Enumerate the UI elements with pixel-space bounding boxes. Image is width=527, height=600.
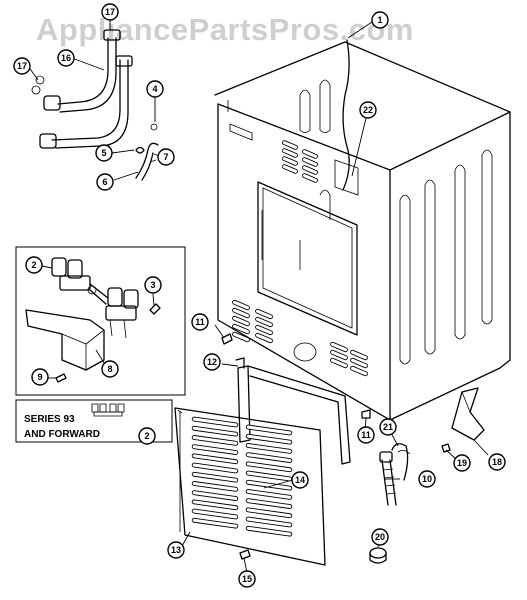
svg-text:2: 2 <box>31 260 36 270</box>
callout-18: 18 <box>488 453 506 471</box>
vent-slot <box>191 462 239 474</box>
vent-slot <box>191 471 239 483</box>
callout-2-series: 2 <box>138 427 156 445</box>
cabinet-assembly <box>214 39 511 421</box>
vent-slot <box>245 443 293 454</box>
svg-text:2: 2 <box>144 431 149 441</box>
vent-slot <box>245 489 293 500</box>
callout-9: 9 <box>31 368 49 386</box>
svg-text:14: 14 <box>295 475 305 485</box>
callout-2: 2 <box>25 256 43 274</box>
vent-slot <box>191 508 239 520</box>
callout-5: 5 <box>95 144 113 162</box>
svg-text:8: 8 <box>107 364 112 374</box>
callout-22: 22 <box>359 101 377 119</box>
bracket-18 <box>451 387 485 441</box>
callout-13: 13 <box>167 541 185 559</box>
vent-slot <box>245 461 293 473</box>
watermark-text: AppliancePartsPros.com <box>36 12 414 47</box>
screws <box>221 333 371 419</box>
lower-left-vents <box>232 299 273 344</box>
callout-10: 10 <box>418 470 436 488</box>
vent-slot <box>245 433 293 445</box>
svg-text:9: 9 <box>37 372 42 382</box>
svg-text:5: 5 <box>101 148 106 158</box>
vent-slot <box>191 425 239 437</box>
svg-text:7: 7 <box>163 152 168 162</box>
callout-19: 19 <box>453 454 471 472</box>
callout-20: 20 <box>371 528 389 546</box>
screw-19 <box>441 443 451 453</box>
svg-text:12: 12 <box>207 357 217 367</box>
callout-12: 12 <box>203 353 221 371</box>
svg-text:19: 19 <box>457 458 467 468</box>
callout-8: 8 <box>101 360 119 378</box>
vent-slot <box>191 499 239 511</box>
callout-3: 3 <box>144 276 162 294</box>
vent-slot <box>191 517 239 529</box>
svg-text:10: 10 <box>422 474 432 484</box>
vent-slot <box>245 507 293 519</box>
front-panel <box>174 407 326 566</box>
vent-slot <box>191 435 239 446</box>
callout-17-top: 17 <box>101 3 119 21</box>
callout-1: 1 <box>371 11 389 29</box>
callout-4: 4 <box>146 80 164 98</box>
vent-slot <box>191 444 239 455</box>
svg-text:11: 11 <box>361 430 371 440</box>
drain-plug <box>369 547 387 564</box>
hose-clamp-parts <box>135 123 159 181</box>
vent-slot <box>191 416 239 428</box>
callout-14: 14 <box>291 471 309 489</box>
svg-text:20: 20 <box>375 532 385 542</box>
svg-text:11: 11 <box>195 317 205 327</box>
callout-15: 15 <box>238 570 256 588</box>
svg-text:17: 17 <box>105 7 115 17</box>
callout-21: 21 <box>379 418 397 436</box>
vent-slot <box>191 453 239 465</box>
vent-slot <box>245 498 293 509</box>
series-label-line2: AND FORWARD <box>24 429 100 440</box>
water-valve-drawing <box>51 257 139 339</box>
svg-text:1: 1 <box>377 15 382 25</box>
panel-vent-slots <box>191 416 293 537</box>
lower-right-vents <box>330 341 368 377</box>
svg-text:22: 22 <box>363 105 373 115</box>
vent-slot <box>245 479 293 491</box>
upper-vents <box>282 140 318 183</box>
vent-slot <box>245 452 293 463</box>
drain-hose <box>379 443 411 506</box>
callout-11-left: 11 <box>191 313 209 331</box>
vent-slot <box>245 424 293 436</box>
svg-text:16: 16 <box>61 53 71 63</box>
svg-text:4: 4 <box>152 84 157 94</box>
callout-16: 16 <box>57 49 75 67</box>
callout-6: 6 <box>96 173 114 191</box>
series-label-line1: SERIES 93 <box>24 414 75 425</box>
vent-slot <box>245 525 293 537</box>
callout-17-left: 17 <box>13 57 31 75</box>
callout-11-right: 11 <box>357 426 375 444</box>
svg-text:6: 6 <box>102 177 107 187</box>
svg-text:3: 3 <box>150 280 155 290</box>
callout-7: 7 <box>157 148 175 166</box>
svg-text:17: 17 <box>17 61 27 71</box>
vent-slot <box>245 470 293 482</box>
screw-15 <box>239 549 251 560</box>
vent-slot <box>191 481 239 492</box>
svg-text:15: 15 <box>242 574 252 584</box>
vent-slot <box>245 516 293 528</box>
svg-text:21: 21 <box>383 422 393 432</box>
svg-text:13: 13 <box>171 545 181 555</box>
svg-text:18: 18 <box>492 457 502 467</box>
vent-slot <box>191 490 239 501</box>
inlet-hoses <box>31 29 133 149</box>
